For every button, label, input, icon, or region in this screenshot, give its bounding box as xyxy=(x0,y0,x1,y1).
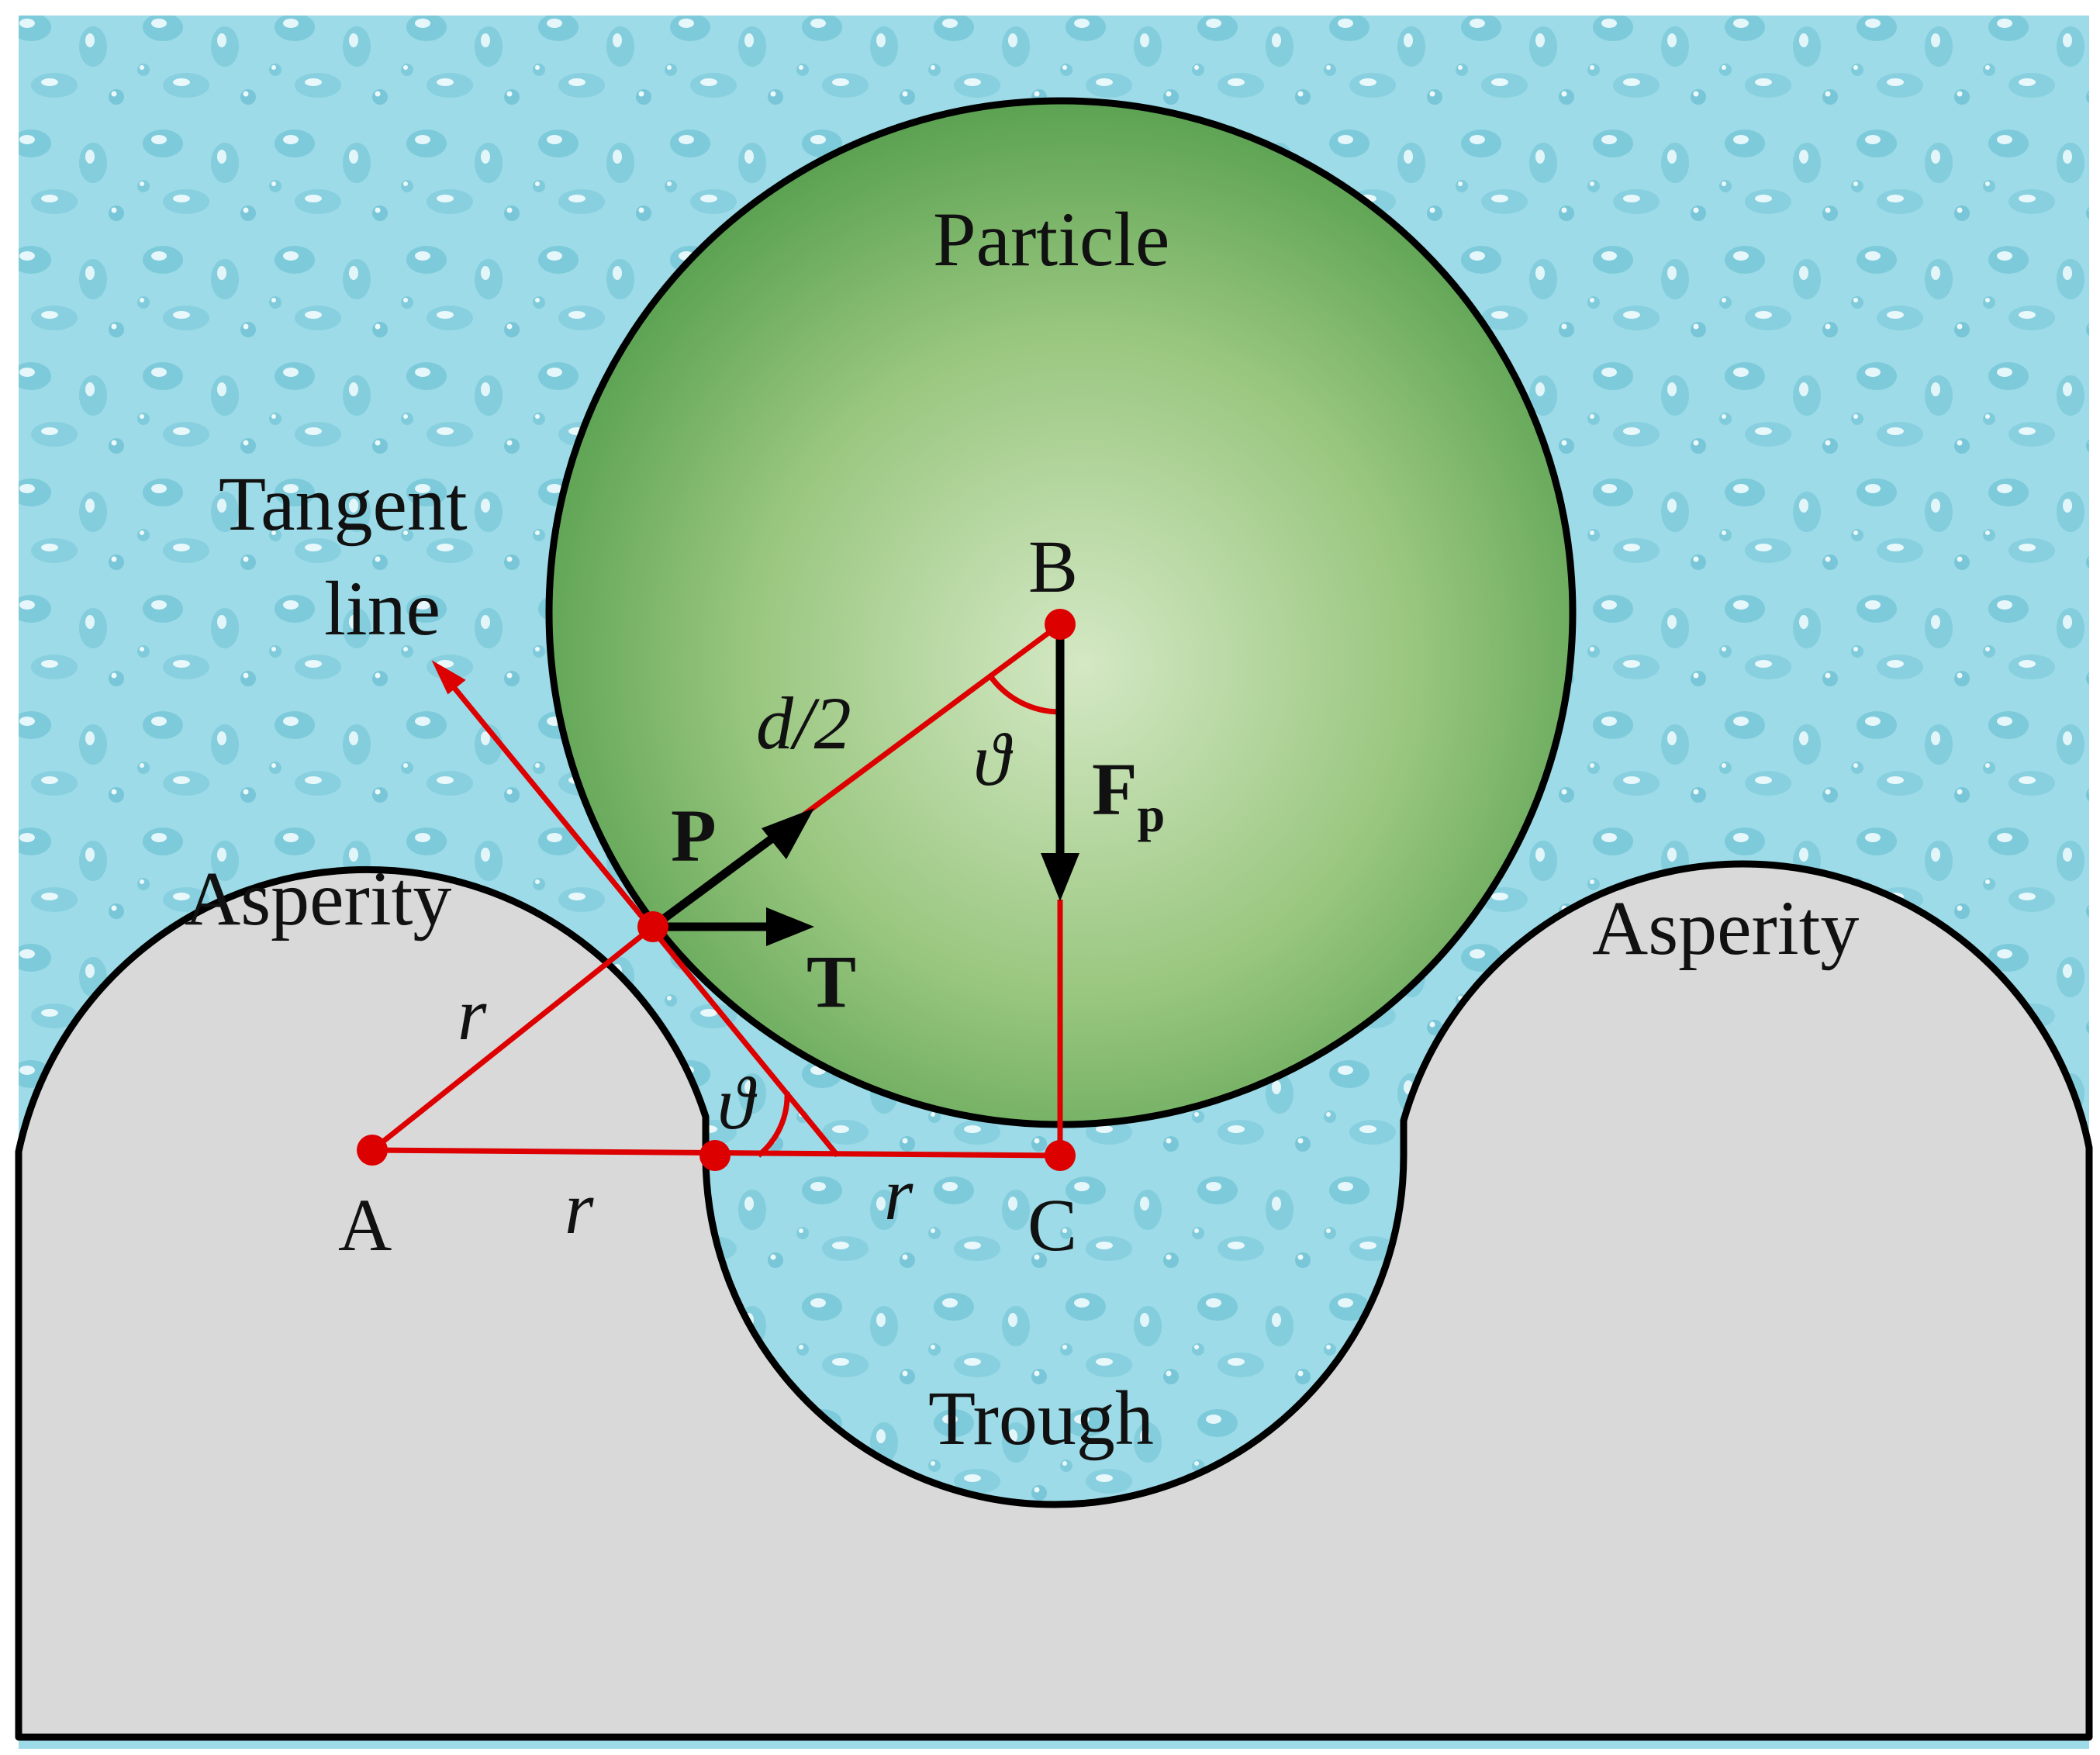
radius-a-label: r xyxy=(565,1166,594,1249)
force-p-label: P xyxy=(671,794,717,877)
force-vectors xyxy=(650,624,1079,946)
radius-ap-label: r xyxy=(458,973,487,1055)
force-t-arrowhead xyxy=(766,907,814,946)
force-fp-main: F xyxy=(1092,748,1138,831)
trough-label: Trough xyxy=(928,1375,1154,1461)
tangent-label-line1: Tangent xyxy=(219,461,468,547)
force-fp-arrowhead xyxy=(1041,853,1079,901)
point-c-label: C xyxy=(1028,1183,1077,1266)
force-t-label: T xyxy=(806,940,856,1023)
asperity-right-label: Asperity xyxy=(1592,885,1859,971)
point-b-label: B xyxy=(1028,525,1078,608)
angle-b-label: ϑ xyxy=(973,718,1014,801)
force-p-shaft xyxy=(650,827,785,931)
tangent-arrowhead xyxy=(431,660,466,695)
point-a-label: A xyxy=(338,1183,392,1266)
angle-arc-b xyxy=(989,675,1061,715)
point-p-dot xyxy=(637,911,668,942)
trough-edge-dot xyxy=(699,1140,731,1171)
points xyxy=(357,609,1076,1171)
solid-surface xyxy=(15,860,2093,1741)
point-a-dot xyxy=(357,1135,388,1166)
force-p-arrowhead xyxy=(762,808,814,859)
force-fp-sub: p xyxy=(1138,787,1166,842)
radius-c-label: r xyxy=(884,1152,914,1235)
line-a-p xyxy=(370,924,655,1152)
point-c-dot xyxy=(1045,1140,1076,1171)
tangent-line xyxy=(441,672,840,1158)
tangent-label-line2: line xyxy=(324,565,440,651)
half-diameter-label: d/2 xyxy=(756,682,851,765)
angle-arc-contact xyxy=(756,1091,790,1158)
force-fp-label: Fp xyxy=(1092,748,1165,842)
asperity-left-label: Asperity xyxy=(185,855,451,941)
point-b-dot xyxy=(1045,609,1076,640)
particle-label: Particle xyxy=(933,196,1169,282)
angle-contact-label: ϑ xyxy=(717,1062,758,1145)
